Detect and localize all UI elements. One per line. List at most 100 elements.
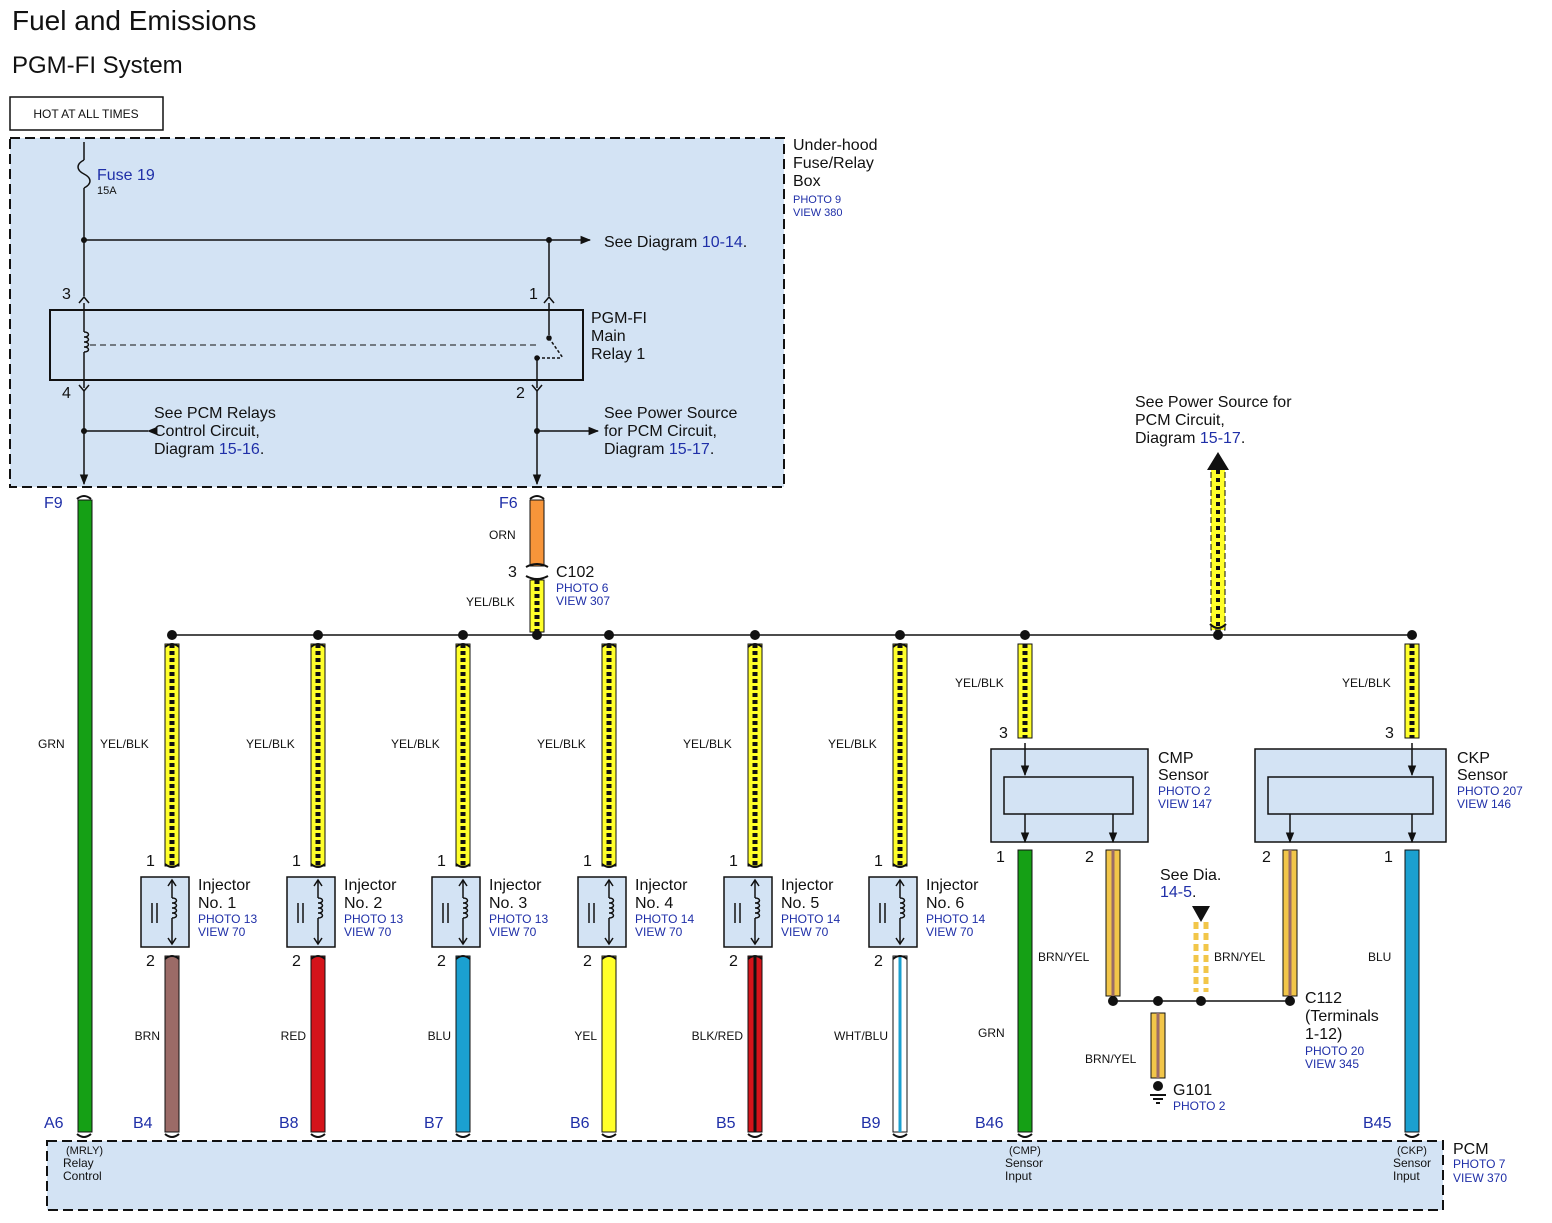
yelblk-wire-injector-6 [892, 643, 908, 867]
injector-2-view-link[interactable]: VIEW 70 [344, 925, 392, 939]
splice-dot [167, 630, 177, 640]
injector-4-solenoid-icon [588, 878, 615, 946]
diagram-10-14-link[interactable]: 10-14 [702, 234, 743, 251]
injector-1-photo-link[interactable]: PHOTO 13 [198, 912, 257, 926]
injector-6-solenoid-icon [879, 878, 906, 946]
c102-name: C102 [556, 564, 594, 581]
connector-caps [455, 955, 471, 1138]
box-connector-caps [76, 495, 545, 500]
connector-caps [747, 955, 763, 1138]
pcm-pin-injector-4: B6 [570, 1115, 590, 1132]
underhood-view-link[interactable]: VIEW 380 [793, 207, 843, 219]
diagram-14-5-link[interactable]: 14-5 [1160, 884, 1192, 901]
connector-caps [164, 643, 180, 868]
injector-6-view-link[interactable]: VIEW 70 [926, 925, 974, 939]
ckp-pin-3: 3 [1385, 725, 1394, 742]
connector-caps [164, 955, 180, 1138]
injector-2-solenoid-icon [297, 878, 324, 946]
injector-1-control-wire [164, 955, 180, 1133]
injector-1-label-1: Injector [198, 877, 251, 894]
cmp-label-2: Sensor [1158, 767, 1209, 784]
injector-1-view-link[interactable]: VIEW 70 [198, 925, 246, 939]
c102-photo-link[interactable]: PHOTO 6 [556, 581, 609, 595]
wire-label-grn: GRN [38, 737, 65, 751]
c102-view-link[interactable]: VIEW 307 [556, 594, 610, 608]
pcm-ckp-label-1: Sensor [1393, 1156, 1431, 1170]
diagram-15-16-link[interactable]: 15-16 [219, 441, 260, 458]
power-source-ref-2: for PCM Circuit, [604, 423, 717, 440]
connector-caps [601, 643, 617, 868]
splice-dot [750, 630, 760, 640]
wire-label-injector-2-control: RED [281, 1029, 307, 1043]
pcm-cmp-code: (CMP) [1009, 1145, 1041, 1157]
injector-4-view-link[interactable]: VIEW 70 [635, 925, 683, 939]
injector-3-view-link[interactable]: VIEW 70 [489, 925, 537, 939]
injector-1-solenoid-icon [151, 878, 178, 946]
wire-label-ckp-blu: BLU [1368, 950, 1391, 964]
relay-pin-4: 4 [62, 385, 71, 402]
diagram-15-17-link[interactable]: 15-17 [669, 441, 710, 458]
injector-2-control-wire [310, 955, 326, 1133]
cmp-photo-link[interactable]: PHOTO 2 [1158, 784, 1211, 798]
injector-5-pin-2: 2 [729, 953, 738, 970]
injector-3-pin-2: 2 [437, 953, 446, 970]
injector-3-label-1: Injector [489, 877, 542, 894]
c112-view-link[interactable]: VIEW 345 [1305, 1057, 1359, 1071]
power-source-arrow-wire [1207, 452, 1229, 631]
pcm-photo-link[interactable]: PHOTO 7 [1453, 1157, 1506, 1171]
injector-4-pin-2: 2 [583, 953, 592, 970]
diagram-15-17-link-2[interactable]: 15-17 [1200, 430, 1241, 447]
ckp-photo-link[interactable]: PHOTO 207 [1457, 784, 1523, 798]
c112-photo-link[interactable]: PHOTO 20 [1305, 1044, 1364, 1058]
wire-label-injector-4-control: YEL [574, 1029, 597, 1043]
pcm-pin-injector-6: B9 [861, 1115, 881, 1132]
pcm-pin-injector-5: B5 [716, 1115, 736, 1132]
wire-label-injector-6-feed: YEL/BLK [828, 737, 877, 751]
wire-label-orn: ORN [489, 528, 516, 542]
splice-dot [81, 237, 87, 243]
injector-2-photo-link[interactable]: PHOTO 13 [344, 912, 403, 926]
splice-dot [81, 428, 87, 434]
injector-5-pin-1: 1 [729, 853, 738, 870]
injector-6-photo-link[interactable]: PHOTO 14 [926, 912, 985, 926]
underhood-photo-link[interactable]: PHOTO 9 [793, 194, 841, 206]
g101-photo-link[interactable]: PHOTO 2 [1173, 1099, 1226, 1113]
injector-1-pin-1: 1 [146, 853, 155, 870]
hot-at-all-times-label: HOT AT ALL TIMES [33, 107, 138, 121]
splice-dot [1285, 996, 1295, 1006]
pcm-view-link[interactable]: VIEW 370 [1453, 1171, 1507, 1185]
injector-3-label-2: No. 3 [489, 895, 527, 912]
fuse-19-rating: 15A [97, 185, 117, 197]
splice-dot [532, 630, 542, 640]
ckp-pin-1: 1 [1384, 849, 1393, 866]
c102-pin: 3 [508, 564, 517, 581]
brnyel-dashed-wire-14-5 [1193, 922, 1209, 992]
injector-2-pin-1: 1 [292, 853, 301, 870]
wire-label-injector-2-feed: YEL/BLK [246, 737, 295, 751]
pcm-pin-a6: A6 [44, 1115, 64, 1132]
pcm-relays-ref-3: Diagram 15-16. [154, 441, 264, 458]
terminal-f9: F9 [44, 495, 63, 512]
injector-5-view-link[interactable]: VIEW 70 [781, 925, 829, 939]
wire-label-injector-1-control: BRN [135, 1029, 160, 1043]
c112-label-1: C112 [1305, 990, 1342, 1007]
cmp-view-link[interactable]: VIEW 147 [1158, 797, 1212, 811]
power-source-ref-3: Diagram 15-17. [604, 441, 714, 458]
ckp-view-link[interactable]: VIEW 146 [1457, 797, 1511, 811]
injector-6-pin-1: 1 [874, 853, 883, 870]
terminal-f6: F6 [499, 495, 518, 512]
pcm-connector-caps [76, 1133, 1420, 1138]
yelblk-wire-injector-1 [164, 643, 180, 867]
injector-6-label-1: Injector [926, 877, 979, 894]
injector-4-photo-link[interactable]: PHOTO 14 [635, 912, 694, 926]
pcm-relays-ref-2: Control Circuit, [154, 423, 260, 440]
fuse-19-link[interactable]: Fuse 19 [97, 167, 155, 184]
pcm-mrly-label-1: Relay [63, 1156, 94, 1170]
wire-label-ckp-brnyel: BRN/YEL [1214, 950, 1266, 964]
underhood-label-3: Box [793, 173, 821, 190]
see-dia-14-5-text: See Dia. [1160, 867, 1221, 884]
injector-3-photo-link[interactable]: PHOTO 13 [489, 912, 548, 926]
injector-5-photo-link[interactable]: PHOTO 14 [781, 912, 840, 926]
cmp-sensor-element [1003, 776, 1134, 815]
injector-6-label-2: No. 6 [926, 895, 964, 912]
